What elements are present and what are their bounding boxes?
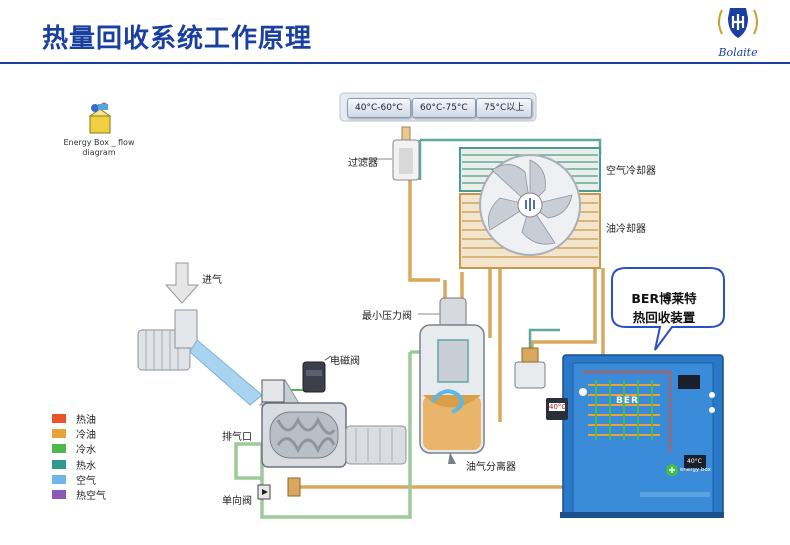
solenoid-valve <box>290 355 332 393</box>
callout-text: BER博莱特 热回收装置 <box>608 289 720 327</box>
energy-box-file-icon[interactable] <box>88 102 112 134</box>
label-air-cooler: 空气冷却器 <box>606 166 656 177</box>
legend-swatch <box>52 474 66 484</box>
check-valve <box>257 477 301 500</box>
brand-emblem-icon <box>718 8 758 38</box>
device-eco-text: energy box <box>680 467 711 473</box>
legend-item-air: 空气 <box>52 472 106 487</box>
legend-swatch <box>52 429 66 439</box>
screw-compressor <box>258 379 407 468</box>
label-solenoid-valve: 电磁阀 <box>330 356 360 367</box>
legend-label: 热水 <box>76 460 96 472</box>
ber-heat-recovery-device <box>546 354 724 518</box>
legend-swatch <box>52 444 66 454</box>
embedded-icon-caption[interactable]: Energy Box _ flow diagram <box>63 138 135 157</box>
legend-swatch <box>52 459 66 469</box>
cooling-fan-icon <box>479 154 581 256</box>
brand-name: Bolaite <box>718 46 758 59</box>
temp-range-75-above-button[interactable]: 75°C以上 <box>476 98 533 118</box>
device-readout-left: 40°C <box>549 403 567 411</box>
label-check-valve: 单向阀 <box>222 496 252 507</box>
legend-item-hot-air: 热空气 <box>52 487 106 502</box>
legend-swatch <box>52 490 66 500</box>
eco-leaf-icon <box>666 464 678 476</box>
legend-label: 冷油 <box>76 430 96 442</box>
heat-exchanger-small <box>514 347 546 389</box>
temp-range-40-60-button[interactable]: 40°C-60°C <box>347 98 411 118</box>
legend-label: 热空气 <box>76 491 106 503</box>
legend-item-hot-oil: 热油 <box>52 411 106 426</box>
legend-label: 热油 <box>76 415 96 427</box>
callout-line-2: 热回收装置 <box>632 310 696 325</box>
legend-label: 空气 <box>76 475 96 487</box>
label-intake: 进气 <box>202 275 222 286</box>
ber-callout-bubble <box>611 267 725 351</box>
legend-item-cold-oil: 冷油 <box>52 426 106 441</box>
device-readout-right: 40°C <box>687 458 702 465</box>
label-min-pressure-valve: 最小压力阀 <box>362 311 412 322</box>
intake-arrow-icon <box>164 262 200 304</box>
legend-swatch <box>52 414 66 424</box>
label-oil-gas-separator: 油气分离器 <box>466 462 516 473</box>
legend-item-cold-water: 冷水 <box>52 441 106 456</box>
brand-logo: Bolaite <box>708 4 768 59</box>
air-intake-filter <box>137 309 263 406</box>
device-brand-text: BER <box>616 396 639 406</box>
temp-range-60-75-button[interactable]: 60°C-75°C <box>412 98 476 118</box>
label-exhaust-port: 排气口 <box>222 432 252 443</box>
legend-item-hot-water: 热水 <box>52 457 106 472</box>
legend: 热油 冷油 冷水 热水 空气 热空气 <box>52 411 106 502</box>
title-divider <box>0 62 790 64</box>
page-title: 热量回收系统工作原理 <box>42 24 313 54</box>
label-filter: 过滤器 <box>348 158 378 169</box>
label-oil-cooler: 油冷却器 <box>606 224 646 235</box>
legend-label: 冷水 <box>76 445 96 457</box>
callout-line-1: BER博莱特 <box>631 291 697 306</box>
oil-gas-separator <box>419 297 485 464</box>
filter <box>355 126 420 181</box>
